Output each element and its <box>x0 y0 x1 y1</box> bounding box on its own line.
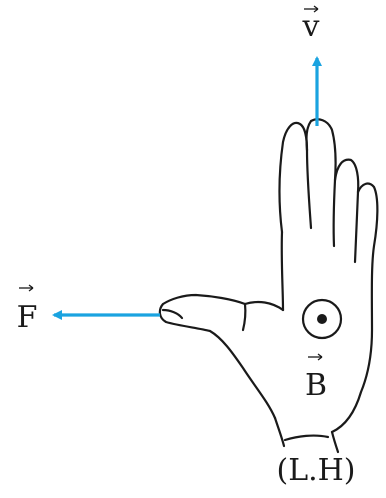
thumb-nail <box>163 310 182 318</box>
velocity-label-group: v <box>302 6 320 44</box>
field-label: B <box>305 368 327 403</box>
wrist-curve <box>285 436 328 440</box>
field-label-group: B <box>305 354 327 403</box>
left-hand-outline <box>160 119 378 452</box>
finger-crease-2 <box>334 180 335 246</box>
thumb-crease <box>243 304 245 330</box>
ring-finger <box>335 160 358 192</box>
palm-left-edge <box>282 232 283 310</box>
dot-in-circle-icon <box>303 300 341 338</box>
velocity-label: v <box>302 9 320 44</box>
finger-crease-3 <box>355 192 358 262</box>
wrist-right <box>332 432 338 452</box>
wrist-left <box>275 418 284 446</box>
index-finger <box>279 123 307 232</box>
finger-crease-1 <box>307 150 311 228</box>
force-label: F <box>17 300 38 335</box>
little-finger <box>332 184 377 432</box>
hand-label: (L.H) <box>276 453 355 488</box>
middle-finger <box>306 119 335 180</box>
force-label-group: F <box>17 285 38 335</box>
